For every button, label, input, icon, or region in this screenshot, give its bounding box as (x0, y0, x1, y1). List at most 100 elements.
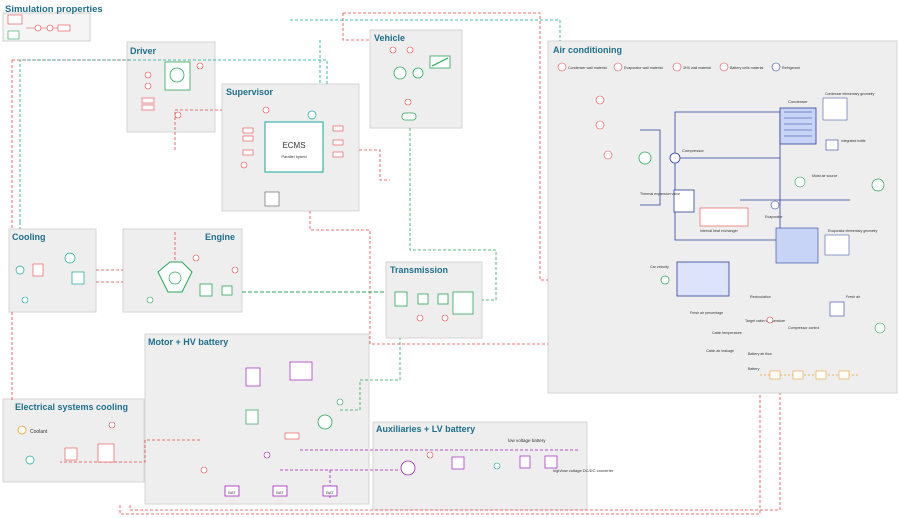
dcdc-converter-icon[interactable] (544, 455, 558, 469)
air-conditioning-title: Air conditioning (553, 45, 622, 55)
evaporator-icon[interactable] (770, 200, 780, 210)
evaporator-core[interactable] (775, 227, 819, 264)
ac-battery-cell[interactable] (815, 370, 827, 380)
engine-sensor (192, 254, 200, 262)
ac-control-node (766, 316, 774, 324)
compressor-icon[interactable] (669, 152, 681, 164)
ecms-title: ECMS (282, 141, 305, 150)
evaporator-wall-material-icon[interactable] (613, 62, 623, 72)
driver-model-icon[interactable] (164, 61, 191, 91)
engine-clutch[interactable] (221, 285, 233, 296)
gear-icon[interactable] (417, 293, 429, 305)
motor-hv-battery-title: Motor + HV battery (148, 337, 228, 347)
signal-line-bottom-2 (129, 393, 781, 511)
condenser-wall-material-icon[interactable] (557, 62, 567, 72)
auxiliaries-lv-battery-title: Auxiliaries + LV battery (376, 424, 475, 434)
ecms-subtitle: Parallel hybrid (281, 154, 306, 159)
inverter-icon[interactable] (245, 367, 261, 387)
hv-battery-cell[interactable] (272, 485, 288, 497)
cooling-sensor (108, 421, 116, 429)
gear-icon[interactable] (437, 293, 449, 305)
ac-outlet-icon[interactable] (874, 322, 886, 334)
evaporator-geometry-block[interactable] (824, 234, 850, 256)
compressor-drive-icon[interactable] (638, 151, 652, 165)
internal-heat-exchanger-icon[interactable] (699, 207, 749, 227)
signal-line-left (11, 59, 130, 400)
dcdc-converter-label: high/low voltage DC/DC converter (553, 468, 614, 473)
moist-air-source-icon[interactable] (794, 176, 806, 188)
radiator-icon[interactable] (32, 263, 44, 277)
fresh-air-damper[interactable] (829, 301, 845, 317)
hv-battery-cell[interactable] (224, 485, 240, 497)
supervisor-content: ECMS Parallel hybrid (240, 106, 344, 207)
condenser-geometry-block[interactable] (822, 97, 848, 121)
solver-icon[interactable] (7, 30, 20, 40)
ac-battery-cell[interactable] (792, 370, 804, 380)
battery-air-flow-label: Battery air flow (748, 352, 772, 356)
ecms-controller[interactable] (264, 121, 324, 173)
engine-icon[interactable] (157, 261, 193, 293)
fresh-air-percentage-label: Fresh air percentage (690, 311, 723, 315)
integrated-bottle-icon[interactable] (825, 139, 839, 151)
heat-exchanger-icon[interactable] (71, 271, 85, 285)
vehicle-content (389, 46, 451, 121)
condenser-icon[interactable] (779, 107, 817, 145)
vehicle-title: Vehicle (374, 33, 405, 43)
auxiliary-load-icon[interactable] (451, 456, 465, 470)
cooling-plate[interactable] (97, 443, 115, 463)
simulation-parameters-icon[interactable] (7, 14, 23, 25)
simulation-properties-title: Simulation properties (5, 4, 103, 15)
driver-output-icon (141, 104, 155, 111)
signal-line-supervisor-right (359, 149, 390, 181)
source-icon (34, 24, 42, 32)
cooling-heat-exchanger[interactable] (64, 447, 78, 461)
transmission-sensor (441, 314, 449, 322)
battery-cell-label: BAT (228, 490, 236, 495)
lv-battery-icon[interactable] (519, 455, 531, 469)
engine-inertia[interactable] (199, 283, 213, 297)
motor-hv-battery-content: BAT BAT BAT (200, 361, 344, 497)
thermal-expansion-valve-icon[interactable] (673, 189, 695, 213)
teal-line-top (19, 59, 328, 229)
driver-sensor-icon (174, 111, 182, 119)
driver-input-icon (144, 71, 152, 79)
engine-crank-icon (168, 271, 182, 285)
pump-icon[interactable] (64, 252, 76, 264)
fresh-air-inlet-icon[interactable] (871, 178, 885, 192)
electric-motor-icon[interactable] (317, 414, 333, 430)
refrigerant-icon[interactable] (771, 62, 781, 72)
coolant-source-icon (15, 265, 25, 275)
ac-battery-cell[interactable] (838, 370, 850, 380)
supervisor-sensor (307, 110, 317, 120)
motor-controller-icon[interactable] (289, 361, 313, 381)
condenser-fins (784, 111, 812, 137)
wheel-icon[interactable] (393, 66, 407, 80)
driver-input-icon (144, 82, 152, 90)
compressor-label: Compressor (682, 148, 704, 153)
battery-cells-material-icon[interactable] (719, 62, 729, 72)
alternator-icon[interactable] (400, 460, 416, 476)
refrigerant-branch (640, 129, 661, 206)
car-velocity-icon[interactable] (660, 275, 670, 285)
ac-material-label: Evaporator wall material (624, 66, 663, 70)
signal-line-supervisor (309, 211, 548, 345)
motor-transmission-shaft (340, 338, 401, 411)
gearbox-icon[interactable] (394, 291, 408, 307)
transmission-sensor (416, 314, 424, 322)
driver-sensor-icon (196, 62, 204, 70)
ac-battery-cell[interactable] (769, 370, 781, 380)
motor-thermal-icon[interactable] (245, 409, 259, 425)
vehicle-shaft-connector[interactable] (401, 112, 417, 121)
hv-battery-cell[interactable] (322, 485, 338, 497)
driver-title: Driver (130, 46, 157, 56)
wheel-icon[interactable] (412, 67, 424, 79)
gear-selector-block[interactable] (264, 191, 280, 207)
cooling-pump-icon[interactable] (25, 455, 35, 465)
internal-heat-exchanger-label: Internal heat exchanger (700, 229, 739, 233)
cabin-icon[interactable] (676, 261, 730, 297)
transmission-title: Transmission (390, 265, 448, 275)
coolant-icon[interactable] (17, 425, 27, 435)
differential-icon[interactable] (452, 291, 474, 315)
3hx-wall-material-icon[interactable] (672, 62, 682, 72)
ac-sensor (603, 150, 613, 160)
